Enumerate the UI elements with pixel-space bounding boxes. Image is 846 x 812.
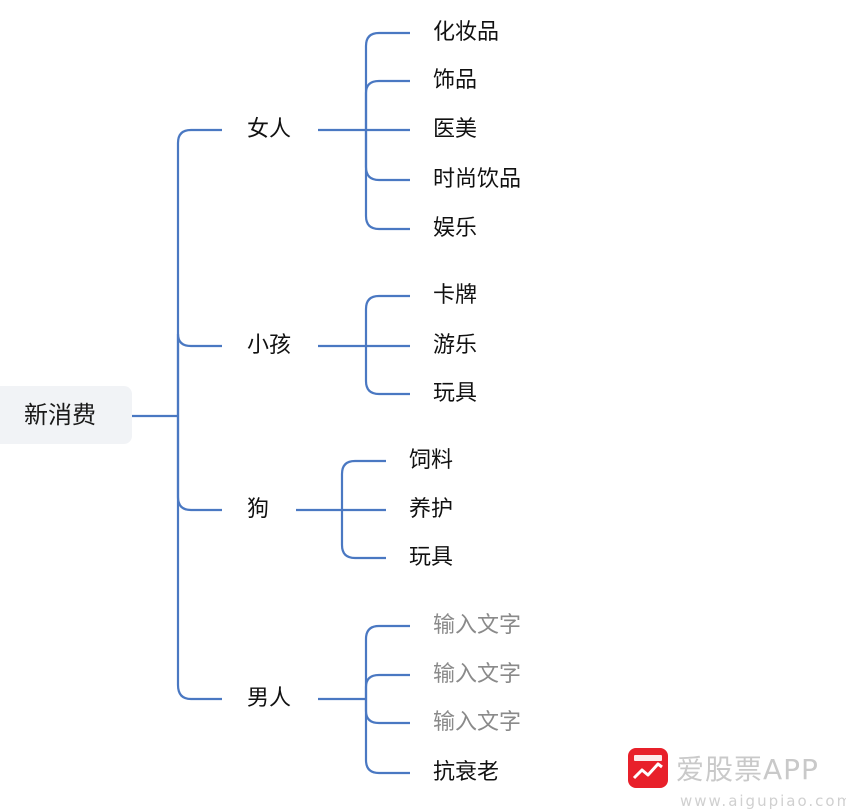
connector-root-trunk (176, 416, 222, 512)
leaf-node[interactable]: 卡牌 (433, 283, 478, 308)
connector-root-trunk (176, 128, 222, 416)
connector-root-trunk (176, 333, 222, 416)
branch-women[interactable]: 女人 (247, 117, 292, 142)
connector-root-trunk (176, 416, 222, 701)
leaf-node[interactable]: 饰品 (433, 68, 478, 93)
leaf-node[interactable]: 饲料 (409, 448, 454, 473)
leaf-node-placeholder[interactable]: 输入文字 (433, 710, 522, 735)
leaf-node[interactable]: 抗衰老 (433, 760, 500, 785)
branch-dog[interactable]: 狗 (247, 497, 270, 522)
branch-kids[interactable]: 小孩 (247, 333, 292, 358)
leaf-node[interactable]: 养护 (409, 497, 454, 522)
watermark-brand: 爱股票APP (676, 753, 819, 786)
watermark: 爱股票APP (628, 748, 819, 788)
leaf-node[interactable]: 医美 (433, 117, 478, 142)
leaf-node[interactable]: 时尚饮品 (433, 167, 522, 192)
branch-men[interactable]: 男人 (247, 686, 292, 711)
leaf-node[interactable]: 化妆品 (433, 20, 500, 45)
chart-logo-icon (628, 748, 668, 788)
leaf-node-placeholder[interactable]: 输入文字 (433, 613, 522, 638)
leaf-node[interactable]: 游乐 (433, 333, 478, 358)
leaf-node[interactable]: 玩具 (433, 381, 478, 406)
root-label: 新消费 (24, 401, 96, 429)
watermark-url: www.aigupiao.com (680, 792, 846, 810)
leaf-node[interactable]: 玩具 (409, 545, 454, 570)
leaf-node-placeholder[interactable]: 输入文字 (433, 662, 522, 687)
leaf-node[interactable]: 娱乐 (433, 216, 478, 241)
root-node[interactable]: 新消费 (0, 386, 132, 444)
